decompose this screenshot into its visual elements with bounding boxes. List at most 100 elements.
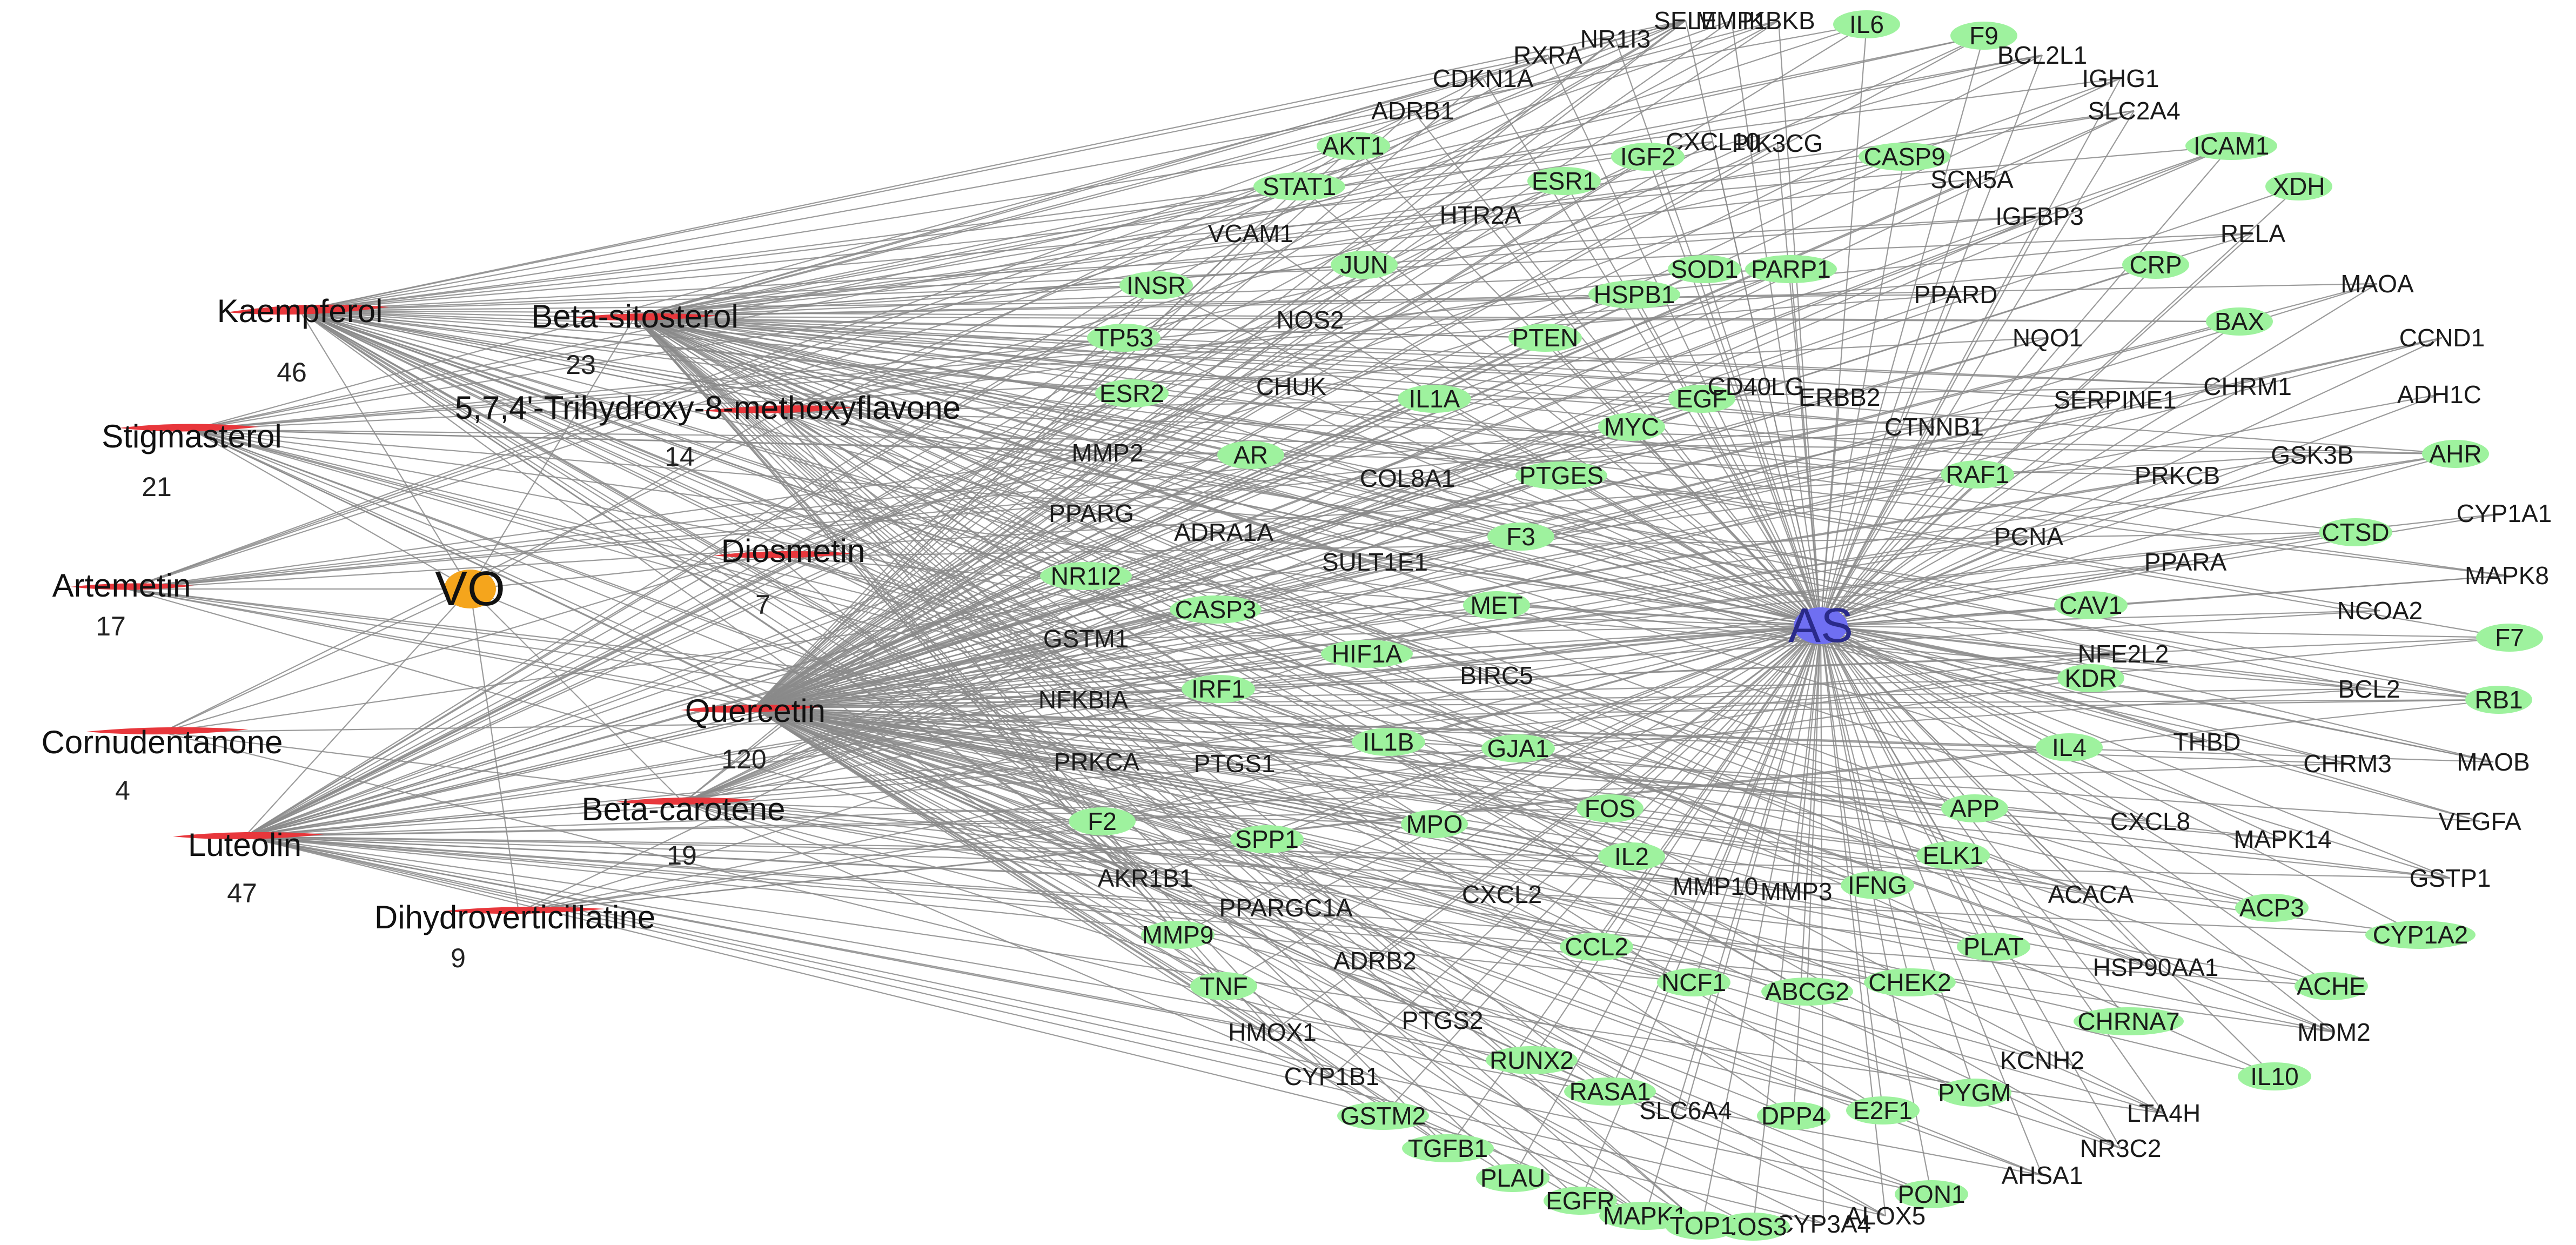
target-node[interactable]: ESR1 <box>1527 167 1601 195</box>
target-node[interactable]: BIRC5 <box>1460 661 1533 690</box>
target-node[interactable]: ADRA1A <box>1174 518 1273 546</box>
target-node[interactable]: SELE <box>1654 6 1718 35</box>
target-node[interactable]: SLC6A4 <box>1639 1096 1732 1124</box>
compound-node-diosmetin[interactable]: Diosmetin 7 <box>713 533 865 620</box>
target-node[interactable]: ERBB2 <box>1799 383 1881 411</box>
target-node[interactable]: NR1I3 <box>1580 25 1651 53</box>
target-node[interactable]: CDKN1A <box>1433 64 1534 92</box>
target-node[interactable]: F3 <box>1487 523 1554 551</box>
target-node[interactable]: E2F1 <box>1846 1096 1920 1124</box>
target-node[interactable]: CYP1A1 <box>2457 499 2552 527</box>
target-node[interactable]: GSK3B <box>2271 441 2353 469</box>
target-node[interactable]: TNF <box>1190 972 1257 1000</box>
target-node[interactable]: IL1B <box>1352 728 1425 756</box>
target-node[interactable]: F2 <box>1069 807 1136 835</box>
target-node[interactable]: CYP1B1 <box>1284 1062 1379 1090</box>
target-node[interactable]: COL8A1 <box>1360 464 1455 492</box>
target-node[interactable]: IL4 <box>2036 733 2103 761</box>
target-node[interactable]: HSPB1 <box>1588 280 1680 309</box>
herb-node[interactable]: VO <box>435 562 505 616</box>
target-node[interactable]: RXRA <box>1513 41 1582 69</box>
target-node[interactable]: CASP3 <box>1170 595 1262 624</box>
target-node[interactable]: RAF1 <box>1941 460 2014 488</box>
target-node[interactable]: AKR1B1 <box>1098 864 1193 892</box>
target-node[interactable]: ALOX5 <box>1846 1202 1926 1230</box>
target-node[interactable]: SCN5A <box>1930 165 2014 193</box>
compound-node-artemetin[interactable]: Artemetin 17 <box>52 567 194 641</box>
target-node[interactable]: CAV1 <box>2054 591 2128 619</box>
target-node[interactable]: INSR <box>1119 271 1193 299</box>
target-node[interactable]: NR1I2 <box>1040 562 1132 590</box>
target-node[interactable]: MMP1 <box>1696 6 1768 35</box>
target-node[interactable]: MPO <box>1401 810 1468 838</box>
target-node[interactable]: RUNX2 <box>1486 1046 1578 1074</box>
target-node[interactable]: IRF1 <box>1182 675 1255 703</box>
target-node[interactable]: AHSA1 <box>2002 1161 2083 1189</box>
target-node[interactable]: ADH1C <box>2397 380 2481 409</box>
target-node[interactable]: VEGFA <box>2438 807 2521 835</box>
target-node[interactable]: ACP3 <box>2235 894 2309 922</box>
compound-node-luteolin[interactable]: Luteolin 47 <box>173 827 324 908</box>
target-node[interactable]: MDM2 <box>2297 1018 2370 1046</box>
target-node[interactable]: PON1 <box>1895 1180 1968 1208</box>
compound-node-quercetin[interactable]: Quercetin 120 <box>681 693 826 774</box>
compound-node-cornudentanone[interactable]: Cornudentanone 4 <box>41 724 283 806</box>
target-node[interactable]: JUN <box>1331 251 1398 279</box>
target-node[interactable]: PRKCB <box>2135 461 2220 490</box>
target-node[interactable]: IL6 <box>1833 10 1900 38</box>
target-node[interactable]: F9 <box>1950 22 2017 50</box>
target-node[interactable]: ADRB1 <box>1371 97 1454 125</box>
target-node[interactable]: XDH <box>2265 172 2332 200</box>
target-node[interactable]: GSTM1 <box>1043 625 1129 653</box>
target-node[interactable]: MYC <box>1598 413 1665 441</box>
target-node[interactable]: PIK3CG <box>1732 129 1823 157</box>
compound-node-beta-sitosterol[interactable]: Beta-sitosterol 23 <box>531 298 739 380</box>
target-node[interactable]: HTR2A <box>1440 201 1521 229</box>
target-node[interactable]: CXCL10 <box>1666 128 1760 156</box>
target-node[interactable]: BCL2 <box>2338 675 2400 703</box>
target-node[interactable]: IGF2 <box>1611 143 1685 171</box>
target-node[interactable]: THBD <box>2173 728 2240 756</box>
target-node[interactable]: EGF <box>1668 385 1735 413</box>
target-node[interactable]: PARP1 <box>1745 255 1837 283</box>
target-node[interactable]: CTSD <box>2319 518 2392 546</box>
target-node[interactable]: RELA <box>2221 219 2285 247</box>
target-node[interactable]: F7 <box>2476 624 2543 652</box>
target-node[interactable]: NQO1 <box>2013 324 2083 352</box>
target-node[interactable]: SERPINE1 <box>2054 386 2177 414</box>
target-node[interactable]: TGFB1 <box>1402 1134 1494 1162</box>
target-node[interactable]: HMOX1 <box>1228 1018 1317 1046</box>
target-node[interactable]: GSTM2 <box>1337 1102 1429 1130</box>
target-node[interactable]: MMP10 <box>1673 872 1758 900</box>
target-node[interactable]: TP53 <box>1087 324 1160 352</box>
target-node[interactable]: PPARD <box>1914 280 1997 309</box>
target-node[interactable]: PTGES <box>1515 461 1607 490</box>
target-node[interactable]: NOS2 <box>1276 306 1344 334</box>
target-node[interactable]: CRP <box>2122 251 2189 279</box>
target-node[interactable]: MAOB <box>2457 748 2530 776</box>
target-node[interactable]: MAPK8 <box>2465 561 2549 590</box>
target-node[interactable]: LTA4H <box>2127 1099 2201 1127</box>
target-node[interactable]: PPARGC1A <box>1219 894 1352 922</box>
target-node[interactable]: MMP3 <box>1761 878 1833 906</box>
target-node[interactable]: CYP1A2 <box>2365 921 2476 949</box>
target-node[interactable]: RASA1 <box>1564 1077 1656 1106</box>
target-node[interactable]: IGFBP3 <box>1995 202 2084 230</box>
compound-node-beta-carotene[interactable]: Beta-carotene 19 <box>582 791 786 871</box>
target-node[interactable]: CYP3A4 <box>1776 1210 1871 1238</box>
disease-node[interactable]: AS <box>1788 599 1853 653</box>
target-node[interactable]: HIF1A <box>1321 640 1413 668</box>
target-node[interactable]: KDR <box>2057 664 2124 692</box>
target-node[interactable]: KCNH2 <box>2000 1046 2084 1074</box>
target-node[interactable]: DPP4 <box>1757 1102 1830 1130</box>
target-node[interactable]: ACACA <box>2048 880 2134 908</box>
target-node[interactable]: NCF1 <box>1657 968 1730 996</box>
target-node[interactable]: BCL2L1 <box>1997 41 2087 69</box>
target-node[interactable]: AKT1 <box>1317 132 1390 160</box>
target-node[interactable]: ACHE <box>2295 972 2368 1000</box>
target-node[interactable]: ABCG2 <box>1761 978 1853 1006</box>
target-node[interactable]: ADRB2 <box>1333 947 1416 975</box>
target-node[interactable]: NFKBIA <box>1038 686 1128 714</box>
target-node[interactable]: CASP9 <box>1859 143 1950 171</box>
target-node[interactable]: PTGS1 <box>1194 749 1276 778</box>
